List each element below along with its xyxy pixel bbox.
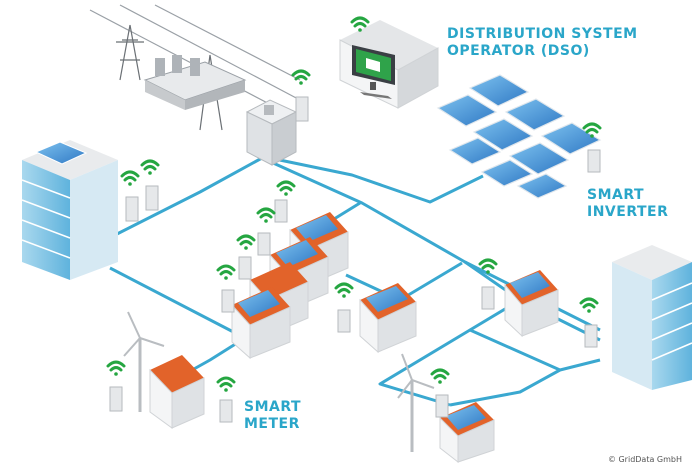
wifi-icon	[276, 180, 296, 196]
smart-meter-icon	[274, 199, 288, 223]
smart-meter-label-line1: SMART	[244, 399, 302, 415]
smart-meter-icon	[219, 399, 233, 423]
house-center-icon	[359, 283, 417, 354]
smart-meter-icon	[435, 394, 449, 418]
smart-meter-icon	[145, 185, 159, 211]
wifi-icon	[106, 360, 126, 376]
house-row-icon	[231, 212, 349, 360]
wifi-icon	[236, 234, 256, 250]
smart-meter-label-line2: METER	[244, 416, 300, 432]
wifi-icon	[579, 297, 599, 313]
wifi-icon	[256, 207, 276, 223]
smart-meter-icon	[587, 149, 601, 173]
smart-meter-icon	[481, 286, 495, 310]
smart-meter-icon	[295, 96, 309, 122]
office-building-right-icon	[612, 245, 692, 390]
dso-label-line2: OPERATOR (DSO)	[447, 43, 590, 59]
smart-inverter-label-line2: INVERTER	[587, 204, 669, 220]
monitor-icon	[352, 45, 395, 99]
office-building-left-icon	[21, 140, 118, 280]
dso-label-line1: DISTRIBUTION SYSTEM	[447, 26, 638, 42]
house-bottom-left-icon	[149, 355, 205, 429]
wifi-icon	[582, 122, 602, 138]
wind-turbine-icon	[397, 353, 435, 452]
smart-meter-icon	[109, 386, 123, 412]
utility-cabinet-icon	[245, 99, 298, 166]
smart-meter-icon	[584, 324, 598, 348]
house-right-icon	[504, 270, 559, 338]
dso-office-icon	[339, 20, 439, 109]
wifi-icon	[430, 368, 450, 384]
solar-farm-icon	[436, 74, 602, 199]
smart-meter-icon	[257, 232, 271, 256]
smart-meters	[109, 96, 601, 423]
wifi-icon	[120, 170, 140, 186]
smart-inverter-label-line1: SMART	[587, 187, 645, 203]
transformer-icon	[143, 55, 247, 110]
smart-meter-label: SMART METER	[244, 399, 301, 433]
smart-meter-icon	[125, 196, 139, 222]
smart-inverter-label: SMART INVERTER	[587, 187, 668, 221]
wifi-icon	[216, 376, 236, 392]
copyright-notice: © GridData GmbH	[607, 455, 682, 464]
wifi-icon	[334, 282, 354, 298]
smart-meter-icon	[221, 289, 235, 313]
wind-turbine-icon	[123, 311, 165, 412]
wifi-icon	[140, 159, 160, 175]
wifi-icon	[291, 69, 311, 85]
dso-label: DISTRIBUTION SYSTEM OPERATOR (DSO)	[447, 26, 638, 60]
wifi-symbols	[106, 16, 602, 392]
power-pylon-icon	[89, 4, 301, 131]
smart-meter-icon	[238, 256, 252, 280]
smart-meter-icon	[337, 309, 351, 333]
wifi-icon	[478, 258, 498, 274]
wifi-icon	[350, 16, 370, 32]
house-bottom-right-icon	[439, 402, 495, 464]
wifi-icon	[216, 264, 236, 280]
